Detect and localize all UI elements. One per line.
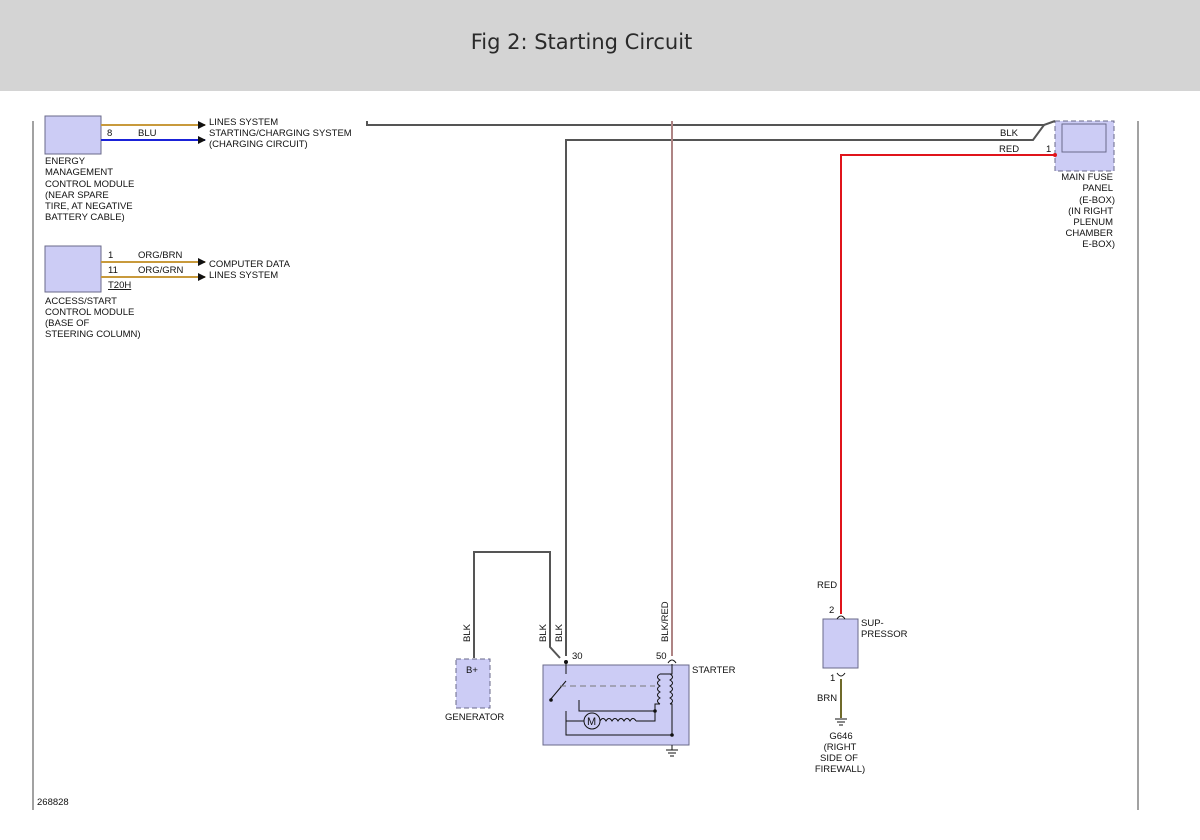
suppressor-bottom-connector [836,672,846,677]
energy-name-line: TIRE, AT NEGATIVE [45,201,133,212]
starter-solenoid-coil-right [669,673,673,705]
energy-dest-line1: STARTING/CHARGING SYSTEM [209,128,352,139]
generator: B+ GENERATOR BLK [445,623,504,723]
access-name-line: STEERING COLUMN) [45,329,141,340]
fuse-panel-box [1054,120,1115,172]
suppressor-pin-top: 2 [829,605,834,616]
fuse-name-line: PLENUM [1073,217,1113,228]
suppressor-wire-bottom-label: BRN [817,693,837,704]
g646-name-line: (RIGHT [824,742,857,753]
suppressor: RED 2 SUP- PRESSOR 1 BRN [817,580,908,704]
access-dest-line2: LINES SYSTEM [209,270,278,281]
starter-name: STARTER [692,665,736,676]
energy-pin-label: 8 [107,128,112,139]
starter-field-lead [636,711,656,722]
fuse-name-line: MAIN FUSE [1061,172,1113,183]
starter-pin50-label: 50 [656,651,667,662]
access-start-module: 1 ORG/BRN 11 ORG/GRN T20H COMPUTER DATA … [44,245,291,340]
g646-name-line: G646 [829,731,852,742]
main-fuse-panel: BLK RED 1 MAIN FUSE PANEL (E-BOX) (IN RI… [999,120,1115,250]
generator-terminal-label: B+ [466,665,478,676]
suppressor-wire-top-label: RED [817,580,837,591]
starter-solenoid-coil-left [657,673,661,705]
starter: BLK BLK BLK/RED 30 50 STARTER M [538,601,736,757]
starter-pin30-label: 30 [572,651,583,662]
fuse-panel-inner [1061,123,1107,153]
starter-control-wire-label: BLK/RED [660,601,671,642]
access-name-line: ACCESS/START [45,296,117,307]
figure-header: Fig 2: Starting Circuit [0,0,1200,91]
starter-wire-right-label: BLK [554,623,565,642]
energy-wire-color-label: BLU [138,128,157,139]
suppressor-top-connector [836,615,846,620]
top-blk-wire [366,120,1056,126]
fuse-red-pin-dot [1053,153,1057,157]
starter-motor-label: M [587,716,596,728]
starter-motor-loop [565,711,672,736]
energy-management-module: LINES SYSTEM 8 BLU STARTING/CHARGING SYS… [44,115,352,223]
starter-field-winding [599,718,637,722]
access-pin1-label: 1 [108,250,113,261]
fuse-name-line: PANEL [1083,183,1113,194]
starter-coil-lead [670,664,673,675]
g646-name-line: FIREWALL) [815,764,865,775]
energy-name-line: ENERGY [45,156,86,167]
starter-ground-dot [670,733,674,737]
access-dest-line1: COMPUTER DATA [209,259,291,270]
figure-id: 268828 [37,797,69,808]
fuse-pin-label: 1 [1046,144,1051,155]
starter-wire-left-label: BLK [538,623,549,642]
starter-pin50-connector [667,659,677,664]
access-pin2-label: 11 [108,265,118,276]
energy-name-line: (NEAR SPARE [45,190,109,201]
wiring-diagram: LINES SYSTEM 8 BLU STARTING/CHARGING SYS… [32,115,1139,810]
energy-dest-line2: (CHARGING CIRCUIT) [209,139,308,150]
suppressor-box [822,618,859,669]
g646-name-line: SIDE OF [820,753,858,764]
ground-g646: G646 (RIGHT SIDE OF FIREWALL) [815,718,865,775]
figure-title: Fig 2: Starting Circuit [470,30,693,54]
generator-box [455,658,491,709]
energy-name-line: MANAGEMENT [45,167,113,178]
access-connector-label: T20H [108,280,131,291]
energy-module-box [44,115,102,155]
access-name-line: CONTROL MODULE [45,307,134,318]
starter-box [542,664,690,746]
access-name-line: (BASE OF [45,318,90,329]
access-pin2-color: ORG/GRN [138,265,184,276]
fuse-name-line: E-BOX) [1082,239,1115,250]
starter-coil-ground-lead [670,703,673,735]
fuse-red-label: RED [999,144,1019,155]
generator-wire-label: BLK [462,623,473,642]
suppressor-name-line2: PRESSOR [861,629,908,640]
energy-name-line: BATTERY CABLE) [45,212,125,223]
access-module-box [44,245,102,293]
starter-switch-contact [549,698,553,702]
generator-blk-wire [473,551,561,659]
suppressor-name-line1: SUP- [861,618,884,629]
access-pin1-color: ORG/BRN [138,250,182,261]
fuse-name-line: CHAMBER [1065,228,1113,239]
starter-switch-blade [549,680,567,701]
energy-top-label: LINES SYSTEM [209,117,278,128]
red-suppressor-wire [840,154,1055,614]
blk-battery-wire [565,124,1045,656]
fuse-name-line: (E-BOX) [1079,195,1115,206]
suppressor-pin-bottom: 1 [830,673,835,684]
fuse-blk-label: BLK [1000,128,1019,139]
generator-name: GENERATOR [445,712,504,723]
fuse-name-line: (IN RIGHT [1068,206,1113,217]
energy-name-line: CONTROL MODULE [45,179,134,190]
